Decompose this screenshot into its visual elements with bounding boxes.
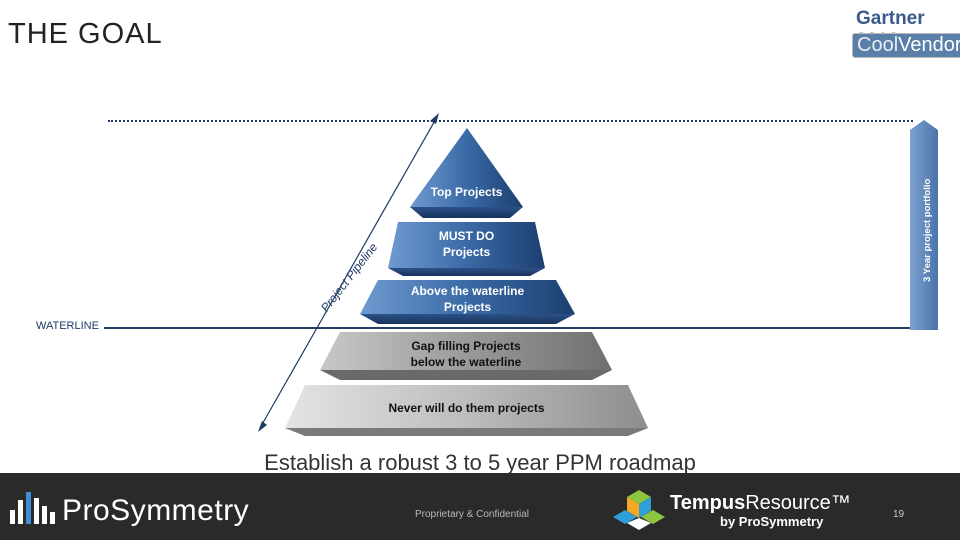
page-number: 19: [893, 509, 905, 520]
tier-must-do: [388, 222, 545, 268]
tempus-by-line: by ProSymmetry: [720, 514, 824, 529]
tier-top-base: [410, 207, 523, 218]
portfolio-arrow-bar: [910, 120, 938, 330]
tier-label-gap-filling: Gap filling Projects below the waterline: [410, 339, 522, 369]
pyramid-diagram: [258, 113, 648, 436]
tempus-resource: Resource™: [745, 492, 851, 514]
tier-gap-filling: [320, 332, 612, 370]
pipeline-arrow: [259, 116, 438, 429]
page-title: THE GOAL: [8, 18, 163, 50]
tier-top-projects: [410, 128, 523, 207]
waterline-line: [104, 327, 910, 329]
gartner-cool-vendor-logo: Gartner 2016 CoolVendor: [852, 8, 960, 64]
tempus-cube-icon: [613, 490, 665, 530]
tier-label-never: Never will do them projects: [388, 401, 545, 415]
tier-label-must-do: MUST DO Projects: [438, 229, 495, 259]
goal-statement: Establish a robust 3 to 5 year PPM roadm…: [264, 450, 696, 475]
portfolio-label: 3 Year project portfolio: [922, 178, 933, 282]
tier-must-do-base: [388, 268, 545, 276]
pipeline-arrowhead-bottom: [258, 421, 267, 432]
tier-above-waterline: [360, 280, 575, 314]
tier-label-above-waterline: Above the waterline Projects: [410, 284, 525, 314]
waterline-label: WATERLINE: [36, 320, 99, 332]
pipeline-arrowhead-top: [430, 113, 439, 124]
top-dotted-line: [108, 120, 913, 122]
tier-gap-filling-base: [320, 370, 612, 380]
tier-above-waterline-base: [360, 314, 575, 324]
tier-label-top: Top Projects: [430, 185, 503, 199]
gartner-cool: Cool: [857, 34, 899, 56]
prosymmetry-bars-icon: [10, 492, 55, 524]
gartner-vendor: Vendor: [898, 34, 960, 56]
tempus-name: Tempus: [670, 492, 746, 514]
footer-bar: [0, 473, 960, 540]
tier-never-base: [285, 428, 648, 436]
tempus-resource-brand: TempusResource™: [670, 492, 851, 515]
confidential-notice: Proprietary & Confidential: [415, 509, 529, 520]
tier-never: [285, 385, 648, 428]
gartner-name: Gartner: [856, 8, 925, 29]
prosymmetry-brand: ProSymmetry: [62, 494, 250, 527]
